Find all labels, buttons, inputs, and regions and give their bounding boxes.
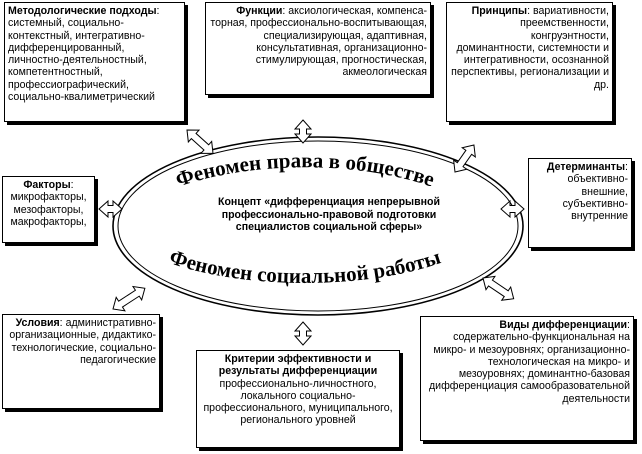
factors-box: Факторы: микрофакторы, мезофакторы, макр… [2,176,95,243]
arrow-right [500,199,525,219]
types-colon: : [627,319,630,331]
criteria-title: Критерии эффективности и результаты дифф… [218,353,378,378]
methodological-title: Методологические подходы [8,5,157,17]
ring-text-bottom: Феномен социальной работы [167,245,444,288]
functions-title: Функции [236,5,283,17]
types-text: содержательно-функциональная на микро- и… [428,331,630,405]
arrow-top-right [452,144,476,173]
conditions-text: административно-организационные, дидакти… [9,317,156,366]
types-title: Виды дифференциации [499,319,628,331]
functions-colon: : [282,5,286,17]
conditions-title: Условия [15,317,60,329]
criteria-text: профессионально-личностного, локального … [203,377,393,427]
ellipse-inner [117,140,519,312]
arrow-bottom [293,321,313,346]
criteria-box: Критерии эффективности и результаты дифф… [196,350,400,448]
methodological-text: системный, социально-контекстный, интегр… [8,17,155,104]
conditions-colon: : [59,317,63,329]
functions-box: Функции: аксиологическая, компенса-торна… [205,2,431,95]
concept-text: Концепт «дифференциация непрерывной проф… [218,196,440,234]
arrow-top [293,119,313,144]
types-box: Виды дифференциации: содержательно-функц… [420,316,634,441]
determinants-colon: : [625,161,628,173]
ring-text-top-path: Феномен права в обществе [173,148,438,191]
methodological-colon: : [156,5,160,17]
arrow-bottom-left [112,285,146,312]
principles-title: Принципы [471,5,528,17]
ellipse-outer [112,136,524,316]
conditions-box: Условия: административно-организационные… [2,314,160,409]
determinants-box: Детерминанты: объективно-внешние, субъек… [528,158,632,248]
methodological-approaches-box: Методологические подходы: системный, соц… [4,2,185,122]
arrow-top-left [186,129,214,154]
factors-text: микрофакторы, мезофакторы, макрофакторы, [10,191,87,228]
determinants-text: объективно-внешние, субъективно-внутренн… [562,173,628,223]
functions-text: аксиологическая, компенса-торная, профес… [210,5,427,79]
arrow-left [98,199,123,219]
arrow-bottom-right [482,275,515,301]
ring-text-bottom-path: Феномен социальной работы [167,245,444,288]
determinants-title: Детерминанты [546,161,626,173]
principles-box: Принципы: вариативности, преемственности… [446,2,613,122]
factors-title: Факторы [23,179,71,191]
factors-colon: : [70,179,74,191]
principles-text: вариативности, преемственности, конгруэн… [451,5,609,91]
principles-colon: : [527,5,531,17]
ring-text-top: Феномен права в обществе [173,148,438,191]
